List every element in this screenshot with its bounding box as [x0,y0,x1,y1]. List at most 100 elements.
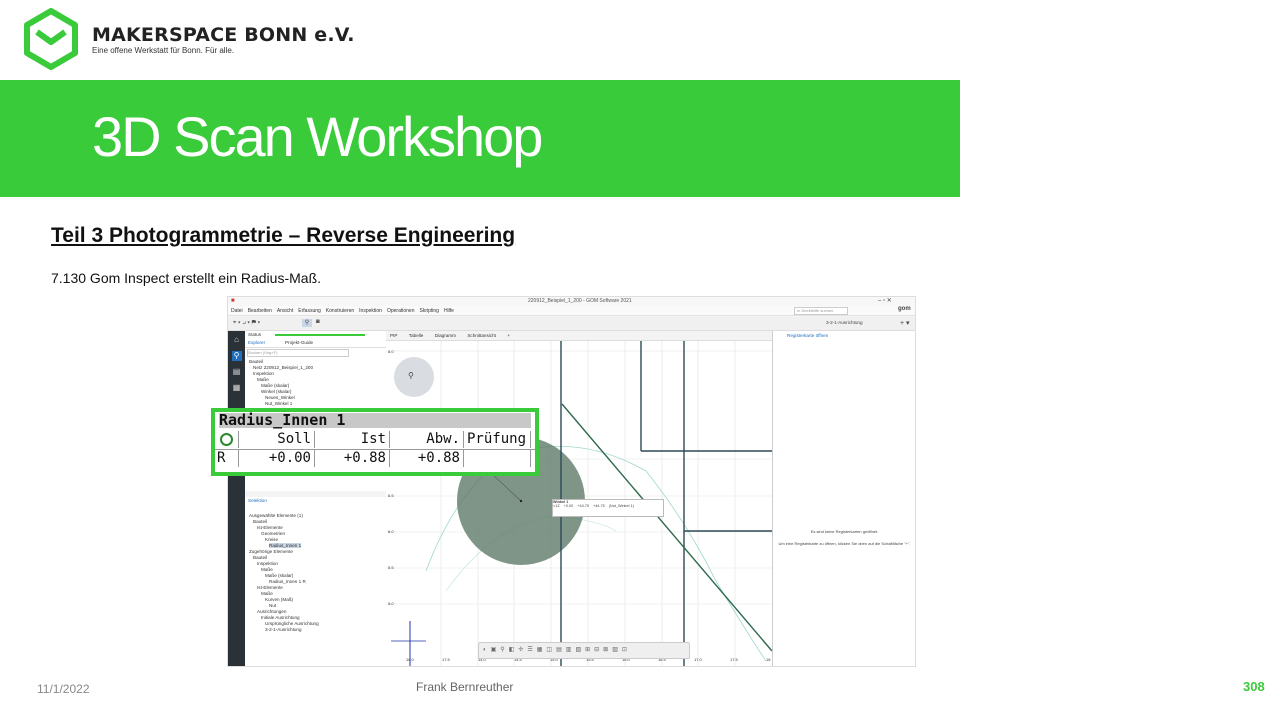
bottom-tool-bar[interactable]: ◐▣⚲◧✢☰▦◫▤▥▧⊞⊟⊠▨⊡ [478,642,690,659]
x-tick-label: 14.0 [478,657,486,662]
y-tick-label: 6.0 [388,529,394,534]
x-tick-label: 16.5 [658,657,666,662]
tree-item[interactable]: Maße [261,567,273,572]
row-label: R [215,450,239,467]
app-icon: ■ [231,298,235,304]
tree-item[interactable]: Winkel (skalar) [261,389,292,394]
org-tagline: Eine offene Werkstatt für Bonn. Für alle… [92,46,234,55]
tree-item[interactable]: Bauteil [249,359,264,364]
radius-table-title: Radius_Innen 1 [219,413,531,428]
tree-item[interactable]: Initiale Ausrichtung [261,615,300,620]
tab-tabelle[interactable]: Tabelle [408,333,424,338]
tree-item[interactable]: Maße [257,377,269,382]
menu-item[interactable]: Ansicht [276,308,294,314]
add-tab-icon[interactable]: + [507,333,511,338]
open-tab-link[interactable]: Registerkarte öffnen [787,333,829,338]
y-tick-label: 5.5 [388,565,394,570]
tree-item[interactable]: Nut [269,603,277,608]
tab-diagramm[interactable]: Diagramm [434,333,456,338]
window-titlebar: ■ 220912_Beispiel_1_200 - GOM Software 2… [228,297,915,306]
explorer-tabs: Explorer Projekt-Guide [245,339,386,348]
window-title: 220912_Beispiel_1_200 - GOM Software 202… [528,298,632,304]
menu-item[interactable]: Bearbeiten [247,308,272,314]
menu-item[interactable]: Konstruieren [325,308,355,314]
value-pruefung [464,450,531,467]
tab-schnittansicht[interactable]: Schnittansicht [467,333,496,338]
add-icon[interactable]: + ▾ [900,320,910,327]
camera-icon[interactable]: ◙ [316,319,320,325]
menu-item[interactable]: Datei [231,308,243,314]
tree-item[interactable]: Inspektion [253,371,274,376]
tool-icons[interactable]: ⌖ ▾ ⊿ ▾ ⚑ ▾ [233,320,261,326]
tree-item[interactable]: Zugehörige Elemente [249,549,293,554]
menu-list: Datei Bearbeiten Ansicht Erfassung Konstruie… [231,308,459,314]
x-tick-label: 17.5 [442,657,450,662]
menu-item[interactable]: Operationen [386,308,415,314]
gom-logo-icon: gom [898,306,911,312]
tree-item[interactable]: Netz 220912_Beispiel_1_200 [253,365,314,370]
header-pruefung: Prüfung [464,431,531,448]
tree-item[interactable]: Nut_Winkel 1 [265,401,293,406]
tree-item[interactable]: Bauteil [253,555,268,560]
search-icon[interactable]: ⚲ [231,351,242,361]
left-rail: ⌂ ⚲ ▤ ▦ [228,331,245,666]
grid-icon[interactable]: ▦ [232,383,241,392]
alignment-select[interactable]: 3-2-1-Ausrichtung [826,320,863,325]
header-ist: Ist [315,431,390,448]
tab-explorer[interactable]: Explorer [248,340,266,345]
winkel-label[interactable]: Winkel 1 <1Z+0.00+44.75+44.75(Nut_Winkel… [552,499,664,517]
x-tick-label: 18 [766,657,771,662]
y-tick-label: 8.0 [388,349,394,354]
tree-item[interactable]: Ursprüngliche Ausrichtung [265,621,319,626]
bottom-tool-icons[interactable]: ◐▣⚲◧✢☰▦◫▤▥▧⊞⊟⊠▨⊡ [483,647,631,653]
tree-item[interactable]: Bauteil [253,519,268,524]
tab-projekt-guide[interactable]: Projekt-Guide [285,340,314,345]
footer-date: 11/1/2022 [37,682,90,696]
menu-item[interactable]: Skripting [419,308,439,314]
tree-item[interactable]: Ist-Elemente [257,585,283,590]
home-icon[interactable]: ⌂ [234,335,239,344]
menu-item[interactable]: Erfassung [298,308,321,314]
step-caption: 7.130 Gom Inspect erstellt ein Radius-Ma… [51,270,322,286]
tree-item[interactable]: Ausgewählte Elemente (1) [249,513,303,518]
page-number: 308 [1243,679,1265,694]
x-tick-label: 17.0 [694,657,702,662]
tree-item[interactable]: Maße (skalar) [261,383,290,388]
tab-pip[interactable]: PIP [390,333,398,338]
tree-item[interactable]: Ausrichtungen [257,609,287,614]
mini-value: +0.00 [563,504,574,508]
mini-row-label: <1Z [553,504,560,508]
zoom-tool-icon[interactable]: ⚲ [302,319,312,327]
tree-item[interactable]: Kurven (Maß) [265,597,294,602]
tree-item[interactable]: Radius_Innen 1 [269,543,302,548]
tree-item[interactable]: Kreise [265,537,279,542]
y-tick-label: 6.5 [388,493,394,498]
document-icon[interactable]: ▤ [232,367,241,376]
tree-item[interactable]: Ist-Elemente [257,525,283,530]
tab-selection[interactable]: Selektion [248,498,267,503]
menu-item[interactable]: Inspektion [359,308,382,314]
x-tick-label: 15.0 [550,657,558,662]
window-controls[interactable]: – ▫ ✕ [878,298,892,304]
navigation-wheel[interactable]: ⚲ [394,357,434,397]
view-tabs: PIP Tabelle Diagramm Schnittansicht + [386,331,772,341]
tree-item[interactable]: Maße [261,591,273,596]
help-search-input[interactable]: In Direkthilfe suchen [794,307,848,315]
tree-item[interactable]: Inspektion [257,561,278,566]
tree-item[interactable]: Radius_Innen 1 R [269,579,306,584]
title-banner [0,80,960,197]
header-abw: Abw. [390,431,464,448]
value-ist: +0.88 [315,450,390,467]
3d-viewport[interactable]: ⚲ Winkel 1 <1Z+0.00+44.75+44.75(Nut_Wink… [386,331,773,666]
x-tick-label: 14.5 [514,657,522,662]
explorer-search-input[interactable]: Suchen (Strg+F) [247,349,349,357]
x-tick-label: 16.0 [622,657,630,662]
tree-item[interactable]: Maße (skalar) [265,573,294,578]
main-toolbar: ⌖ ▾ ⊿ ▾ ⚑ ▾ ⚲ ◙ 3-2-1-Ausrichtung + ▾ [228,317,915,331]
tree-item[interactable]: Neues_Winkel [265,395,295,400]
header-soll: Soll [239,431,315,448]
menu-item[interactable]: Hilfe [443,308,454,314]
tree-item[interactable]: Geometrien [261,531,286,536]
zoom-icon[interactable]: ⚲ [408,371,414,380]
tree-item[interactable]: 3-2-1-Ausrichtung [265,627,302,632]
